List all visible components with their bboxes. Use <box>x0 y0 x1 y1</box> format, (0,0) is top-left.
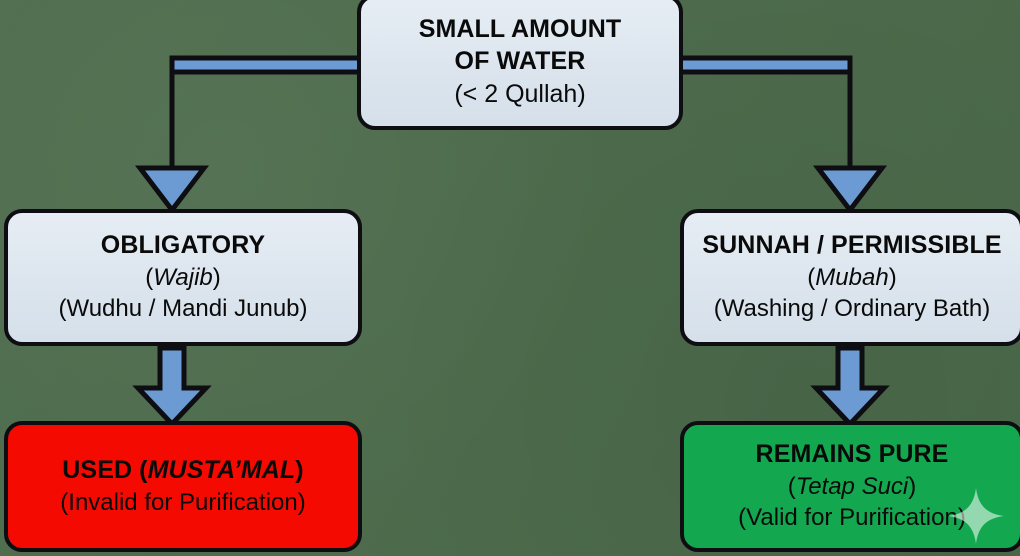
node-root-heading-line1: SMALL AMOUNT <box>418 14 622 43</box>
node-obligatory-heading: OBLIGATORY <box>100 231 266 260</box>
node-pure-heading: REMAINS PURE <box>755 440 949 469</box>
node-used-mustamal: USED (MUSTA’MAL) (Invalid for Purificati… <box>4 421 362 552</box>
paren-close: ) <box>908 472 917 500</box>
node-obligatory-term-italic: Wajib <box>153 263 213 291</box>
node-root-heading-line2: OF WATER <box>454 47 586 76</box>
node-sunnah-term-italic: Mubah <box>815 263 889 291</box>
node-sunnah-permissible: SUNNAH / PERMISSIBLE (Mubah) (Washing / … <box>680 209 1020 346</box>
node-remains-pure: REMAINS PURE (Tetap Suci) (Valid for Pur… <box>680 421 1020 552</box>
node-used-heading-italic: MUSTA’MAL <box>147 456 296 485</box>
node-used-heading: USED (MUSTA’MAL) <box>62 456 303 486</box>
connector-obligatory-to-used <box>132 345 212 428</box>
connector-root-to-sunnah <box>677 55 888 215</box>
paren-open: ( <box>807 263 816 291</box>
node-obligatory: OBLIGATORY (Wajib) (Wudhu / Mandi Junub) <box>4 209 362 346</box>
connector-root-to-obligatory <box>134 55 363 215</box>
connector-sunnah-to-pure <box>810 345 890 428</box>
node-used-heading-suffix: ) <box>295 456 304 485</box>
node-used-detail: (Invalid for Purification) <box>60 488 306 516</box>
node-pure-term-italic: Tetap Suci <box>795 472 909 500</box>
node-used-heading-prefix: USED ( <box>62 456 148 485</box>
paren-open: ( <box>145 263 154 291</box>
node-sunnah-detail: (Washing / Ordinary Bath) <box>713 295 991 323</box>
node-sunnah-term: (Mubah) <box>807 264 896 292</box>
node-obligatory-detail: (Wudhu / Mandi Junub) <box>58 295 308 323</box>
node-pure-detail: (Valid for Purification) <box>738 504 966 532</box>
node-sunnah-heading: SUNNAH / PERMISSIBLE <box>702 231 1002 260</box>
node-pure-term: (Tetap Suci) <box>788 473 917 501</box>
paren-close: ) <box>212 263 221 291</box>
node-root-subtitle: (< 2 Qullah) <box>454 79 586 108</box>
paren-open: ( <box>787 472 796 500</box>
node-small-amount-of-water: SMALL AMOUNT OF WATER (< 2 Qullah) <box>357 0 683 130</box>
paren-close: ) <box>888 263 897 291</box>
node-obligatory-term: (Wajib) <box>145 264 221 292</box>
